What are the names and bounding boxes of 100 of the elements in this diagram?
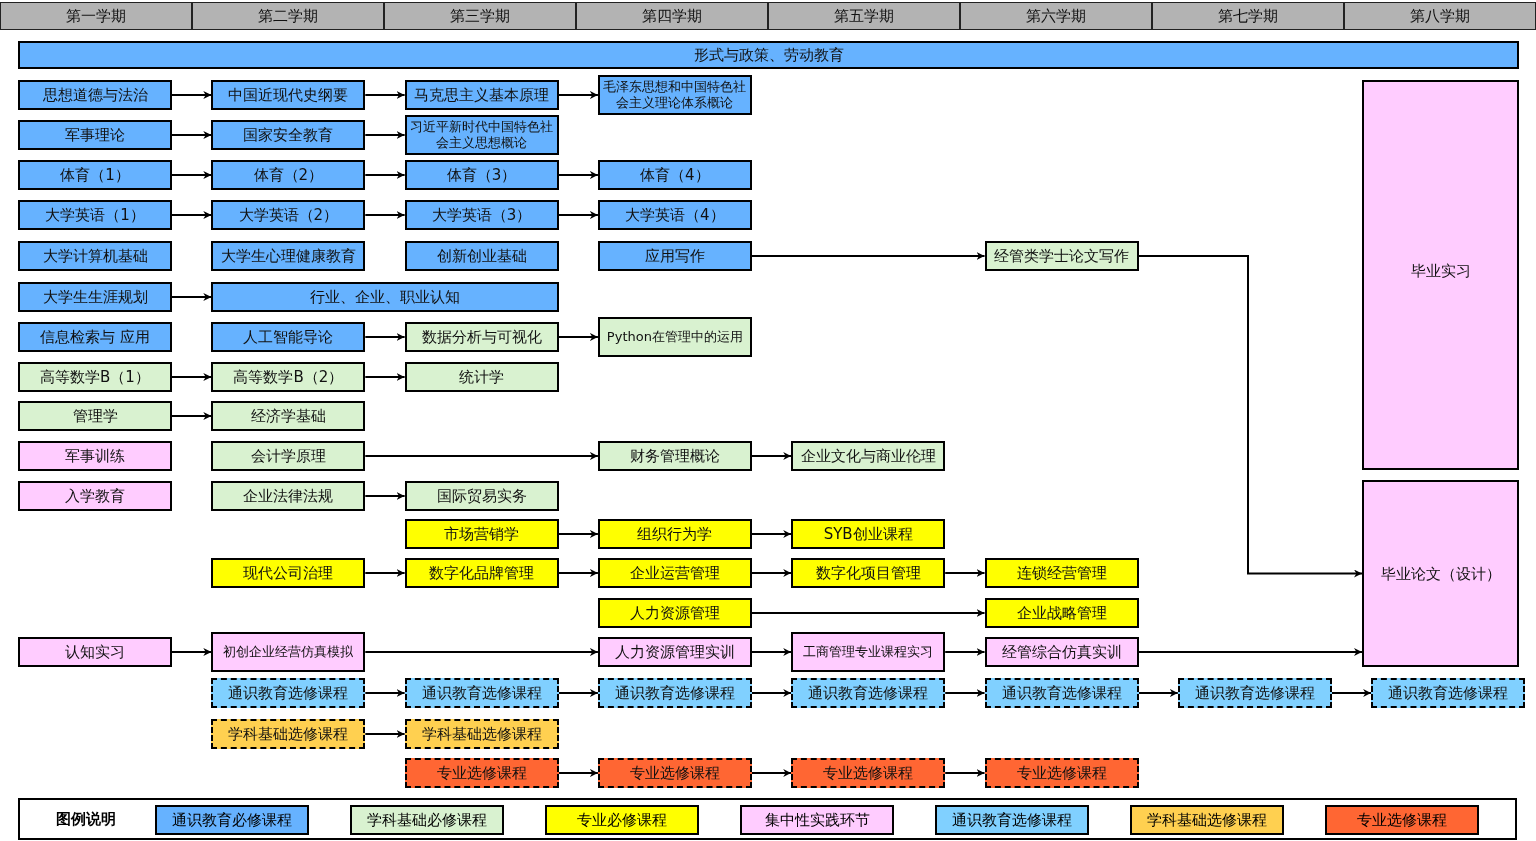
elective-course-box: 学科基础选修课程: [211, 719, 366, 749]
legend-key: 学科基础选修课程: [1130, 805, 1284, 835]
elective-course-box: 专业选修课程: [984, 758, 1139, 788]
arrow: [171, 131, 213, 139]
arrow: [364, 373, 406, 381]
elective-course-box: 通识教育选修课程: [211, 678, 366, 708]
arrow: [171, 91, 213, 99]
course-box: 大学英语（3）: [404, 200, 559, 230]
course-box: 中国近现代史纲要: [211, 80, 366, 110]
arrow: [750, 569, 793, 577]
arrow: [944, 689, 986, 697]
arrow: [364, 131, 406, 139]
course-box: 统计学: [404, 362, 559, 392]
arrow: [750, 530, 793, 538]
course-box: 毕业论文（设计）: [1362, 480, 1519, 667]
arrow: [171, 171, 213, 179]
arrow: [557, 569, 599, 577]
legend-key: 通识教育必修课程: [155, 805, 309, 835]
course-box: 军事训练: [18, 441, 172, 471]
arrow: [750, 648, 793, 656]
course-box: 大学计算机基础: [18, 241, 172, 271]
semester-header: 第一学期: [0, 2, 192, 30]
arrow: [171, 373, 213, 381]
semester-header: 第八学期: [1344, 2, 1536, 30]
arrow: [364, 452, 599, 460]
course-box: 财务管理概论: [597, 441, 752, 471]
elective-course-box: 通识教育选修课程: [984, 678, 1139, 708]
course-box: 企业战略管理: [984, 598, 1139, 628]
course-box: 数据分析与可视化: [404, 322, 559, 352]
elective-course-box: 通识教育选修课程: [1177, 678, 1332, 708]
semester-header: 第六学期: [960, 2, 1152, 30]
course-box: 人力资源管理: [597, 598, 752, 628]
course-box: 企业文化与商业伦理: [791, 441, 946, 471]
course-box: 创新创业基础: [404, 241, 559, 271]
arrow: [1137, 648, 1363, 656]
arrow: [364, 333, 406, 341]
arrow: [557, 171, 599, 179]
course-box: 入学教育: [18, 481, 172, 511]
course-box: 高等数学B（2）: [211, 362, 366, 392]
legend-key: 专业必修课程: [545, 805, 699, 835]
arrow: [171, 648, 213, 656]
course-box: 大学英语（1）: [18, 200, 172, 230]
legend-title: 图例说明: [56, 810, 116, 829]
semester-header: 第五学期: [768, 2, 960, 30]
course-box: 经管综合仿真实训: [984, 637, 1139, 667]
course-box: 会计学原理: [211, 441, 366, 471]
course-box: Python在管理中的运用: [597, 317, 752, 357]
arrow: [364, 492, 406, 500]
legend-key: 学科基础必修课程: [350, 805, 504, 835]
course-box: 高等数学B（1）: [18, 362, 172, 392]
course-box: 行业、企业、职业认知: [211, 282, 559, 312]
arrow: [364, 569, 406, 577]
arrow: [750, 609, 986, 617]
arrow: [944, 648, 986, 656]
arrow: [944, 569, 986, 577]
semester-header: 第三学期: [384, 2, 576, 30]
elective-course-box: 通识教育选修课程: [1371, 678, 1526, 708]
course-box: 管理学: [18, 401, 172, 431]
course-box: 毕业实习: [1362, 80, 1519, 470]
arrow: [557, 530, 599, 538]
arrow: [557, 689, 599, 697]
semester-header: 第四学期: [576, 2, 768, 30]
course-box: 企业法律法规: [211, 481, 366, 511]
elective-course-box: 通识教育选修课程: [404, 678, 559, 708]
arrow: [1330, 689, 1373, 697]
arrow: [750, 769, 793, 777]
elective-course-box: 专业选修课程: [791, 758, 946, 788]
course-box: 思想道德与法治: [18, 80, 172, 110]
course-box: 数字化项目管理: [791, 558, 946, 588]
course-box: 数字化品牌管理: [404, 558, 559, 588]
arrow: [750, 252, 986, 260]
arrow: [364, 91, 406, 99]
course-box: 国际贸易实务: [404, 481, 559, 511]
course-box: 企业运营管理: [597, 558, 752, 588]
course-box: 连锁经营管理: [984, 558, 1139, 588]
course-box: 体育（2）: [211, 160, 366, 190]
arrow: [364, 648, 599, 656]
course-box: 毛泽东思想和中国特色社会主义理论体系概论: [597, 75, 752, 115]
course-box: 体育（4）: [597, 160, 752, 190]
course-box: 马克思主义基本原理: [404, 80, 559, 110]
course-box: 体育（1）: [18, 160, 172, 190]
legend-key: 通识教育选修课程: [935, 805, 1089, 835]
arrow: [364, 730, 406, 738]
elective-course-box: 通识教育选修课程: [597, 678, 752, 708]
arrow: [557, 333, 599, 341]
elective-course-box: 专业选修课程: [597, 758, 752, 788]
course-box: 习近平新时代中国特色社会主义思想概论: [404, 115, 559, 155]
course-box: 应用写作: [597, 241, 752, 271]
arrow: [944, 769, 986, 777]
course-box: 人工智能导论: [211, 322, 366, 352]
semester-header: 第二学期: [192, 2, 384, 30]
course-box: 市场营销学: [404, 519, 559, 549]
course-box: 信息检索与 应用: [18, 322, 172, 352]
arrow: [364, 171, 406, 179]
course-box: 形式与政策、劳动教育: [18, 41, 1519, 69]
semester-header: 第七学期: [1152, 2, 1344, 30]
course-box: 现代公司治理: [211, 558, 366, 588]
course-box: 经管类学士论文写作: [984, 241, 1139, 271]
arrow: [171, 412, 213, 420]
course-box: 军事理论: [18, 120, 172, 150]
